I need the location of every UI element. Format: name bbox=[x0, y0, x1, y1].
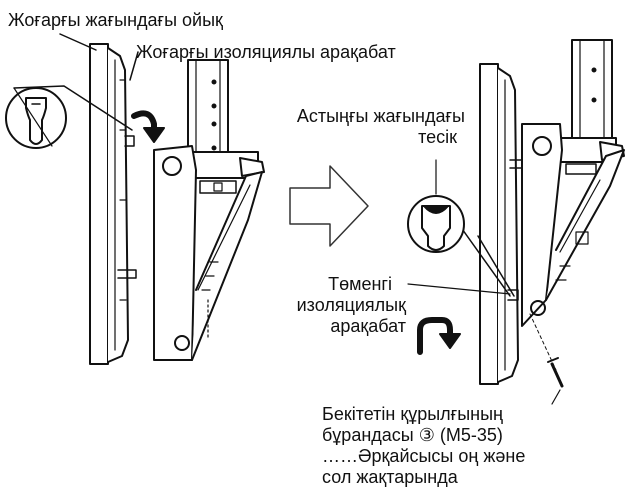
hook-arrow-icon bbox=[417, 317, 461, 355]
screw-line-2: бұрандасы ③ (M5-35) bbox=[322, 425, 503, 445]
screw-line-3: ……Әрқайсысы оң және bbox=[322, 446, 526, 466]
bottom-hole-label: Астыңғы жағындағы тесік bbox=[265, 106, 465, 148]
lower-spacer-leader bbox=[407, 283, 511, 295]
lower-spacer-line-3: арақабат bbox=[330, 316, 406, 336]
screw-leader bbox=[551, 389, 561, 405]
lower-spacer-line-2: изоляциялық bbox=[296, 295, 406, 315]
screw-icon bbox=[529, 313, 564, 388]
top-spacer-leader bbox=[129, 51, 139, 81]
down-arrow-icon bbox=[131, 110, 165, 143]
right-wall-bracket bbox=[521, 39, 625, 327]
bottom-hole-line-2: тесік bbox=[418, 127, 457, 147]
top-spacer-label: Жоғарғы изоляциялы арақабат bbox=[136, 42, 396, 62]
left-display-panel bbox=[89, 43, 137, 365]
bottom-hole-line-1: Астыңғы жағындағы bbox=[296, 106, 465, 126]
top-notch-leader bbox=[59, 33, 97, 51]
screw-line-4: сол жақтарында bbox=[322, 467, 458, 487]
bottom-hole-callout bbox=[407, 159, 515, 297]
right-display-panel bbox=[479, 63, 527, 385]
top-notch-label: Жоғарғы жағындағы ойық bbox=[8, 10, 223, 30]
transition-arrow-icon bbox=[289, 165, 369, 247]
left-wall-bracket bbox=[153, 59, 265, 361]
screw-label: Бекітетін құрылғының бұрандасы ③ (M5-35)… bbox=[322, 404, 525, 488]
lower-spacer-line-1: Төменгі bbox=[328, 274, 392, 294]
screw-line-1: Бекітетін құрылғының bbox=[322, 404, 503, 424]
top-notch-callout bbox=[5, 85, 133, 149]
lower-spacer-label: Төменгі изоляциялық арақабат bbox=[258, 274, 410, 337]
